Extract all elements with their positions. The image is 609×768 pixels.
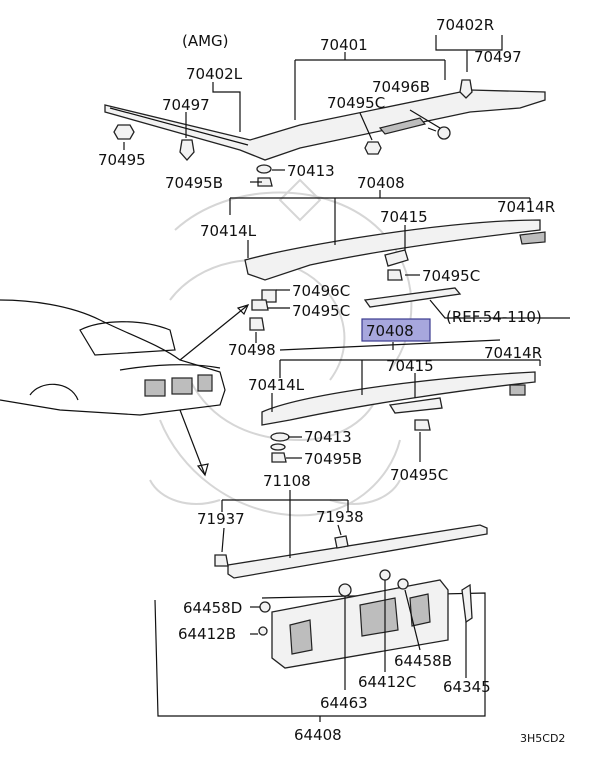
- callout-lines: [123, 35, 570, 722]
- label-71108: 71108: [263, 472, 311, 490]
- label-70414R-upper: 70414R: [497, 198, 555, 216]
- label-70414R-lower: 70414R: [484, 344, 542, 362]
- label-70415-lower: 70415: [386, 357, 434, 375]
- label-64463: 64463: [320, 694, 368, 712]
- fasteners-mid: [249, 269, 403, 331]
- label-70402L: 70402L: [186, 65, 243, 83]
- label-64345: 64345: [443, 678, 491, 696]
- label-reference: (REF.54-110): [446, 308, 542, 326]
- label-70495B-top: 70495B: [165, 174, 223, 192]
- label-70495: 70495: [98, 151, 146, 169]
- washer-70413-top: [256, 164, 272, 174]
- label-70495C-top: 70495C: [327, 94, 385, 112]
- label-64458D: 64458D: [183, 599, 242, 617]
- molding-71108: [214, 524, 488, 579]
- label-70495C-lower: 70495C: [390, 466, 448, 484]
- garnish-64408: [271, 579, 449, 669]
- arrow-to-upper-head: [236, 304, 250, 316]
- label-70414L-lower: 70414L: [248, 376, 305, 394]
- label-64412B: 64412B: [178, 625, 236, 643]
- label-70414L-upper: 70414L: [200, 222, 257, 240]
- arrow-to-lower-head: [196, 463, 209, 477]
- clip-70497-right: [459, 79, 473, 99]
- spoiler-70401: [104, 89, 546, 161]
- highlight-box-70408: [361, 318, 431, 342]
- label-64412C: 64412C: [358, 673, 416, 691]
- watermark-emblem: [149, 178, 413, 517]
- label-71937: 71937: [197, 510, 245, 528]
- label-70495C-mid: 70495C: [422, 267, 480, 285]
- label-70408-upper: 70408: [357, 174, 405, 192]
- label-70415-upper: 70415: [380, 208, 428, 226]
- car-rear-view: [0, 299, 226, 416]
- variant-label: (AMG): [182, 32, 229, 50]
- diagram-code: 3H5CD2: [520, 732, 565, 745]
- small-parts-bottom: [258, 569, 473, 636]
- label-64458B: 64458B: [394, 652, 452, 670]
- nut-70495C-top: [364, 141, 382, 155]
- label-71938: 71938: [316, 508, 364, 526]
- nut-70495B-top: [257, 177, 273, 187]
- spoiler-70408-upper: [244, 219, 546, 281]
- ref-bracket: [363, 287, 462, 308]
- bolt-70496B: [427, 126, 451, 140]
- spoiler-70408-lower: [261, 371, 536, 426]
- label-70413-top: 70413: [287, 162, 335, 180]
- arrow-to-lower: [179, 409, 206, 476]
- clip-70497-left: [179, 139, 195, 161]
- label-70401: 70401: [320, 36, 368, 54]
- label-64408: 64408: [294, 726, 342, 744]
- label-70402R: 70402R: [436, 16, 494, 34]
- label-70496C: 70496C: [292, 282, 350, 300]
- label-70498: 70498: [228, 341, 276, 359]
- label-70408-lower: 70408: [366, 322, 414, 340]
- fasteners-lower: [270, 419, 431, 463]
- labels: (AMG) 70402R 70401 70497 70402L 70496B 7…: [98, 16, 565, 745]
- label-70413-lower: 70413: [304, 428, 352, 446]
- nut-70495: [113, 124, 135, 140]
- label-70497-right: 70497: [474, 48, 522, 66]
- label-70495B-lower: 70495B: [304, 450, 362, 468]
- label-70496B: 70496B: [372, 78, 430, 96]
- label-70495C-mid2: 70495C: [292, 302, 350, 320]
- arrow-to-upper: [179, 304, 249, 361]
- label-70497-left: 70497: [162, 96, 210, 114]
